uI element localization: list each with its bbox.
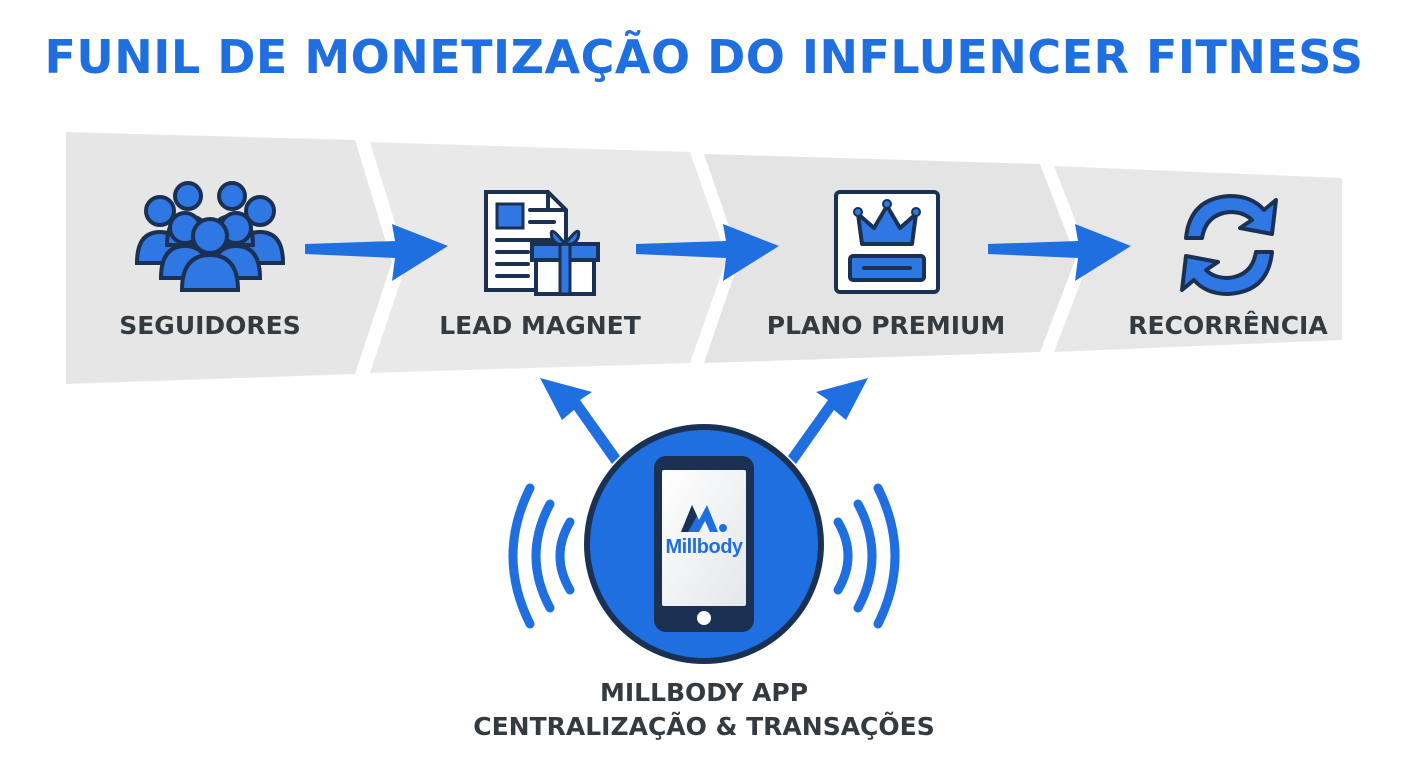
flow-arrow-2 xyxy=(636,224,779,281)
recurring-arrows-icon xyxy=(1180,194,1278,296)
signal-waves-left xyxy=(508,483,575,629)
stage-label-plano-premium: PLANO PREMIUM xyxy=(766,311,1006,340)
document-gift-icon xyxy=(484,190,600,296)
people-group-icon xyxy=(134,181,286,292)
signal-waves-right xyxy=(833,483,900,629)
millbody-brand-text: Millbody xyxy=(665,536,743,558)
crown-card-icon xyxy=(834,190,940,294)
app-subtitle: CENTRALIZAÇÃO & TRANSAÇÕES xyxy=(473,712,935,741)
flow-arrow-1 xyxy=(305,224,448,281)
diagram-title: FUNIL DE MONETIZAÇÃO DO INFLUENCER FITNE… xyxy=(44,30,1364,84)
stage-label-recorrencia: RECORRÊNCIA xyxy=(1128,311,1328,340)
stage-label-lead-magnet: LEAD MAGNET xyxy=(439,311,641,340)
flow-arrow-3 xyxy=(988,224,1131,281)
upward-arrow-left xyxy=(540,378,620,464)
app-name: MILLBODY APP xyxy=(599,678,809,707)
millbody-logo-mark xyxy=(681,505,727,532)
upward-arrow-right xyxy=(788,378,868,464)
smartphone-icon xyxy=(654,456,754,632)
stage-label-seguidores: SEGUIDORES xyxy=(119,311,301,340)
